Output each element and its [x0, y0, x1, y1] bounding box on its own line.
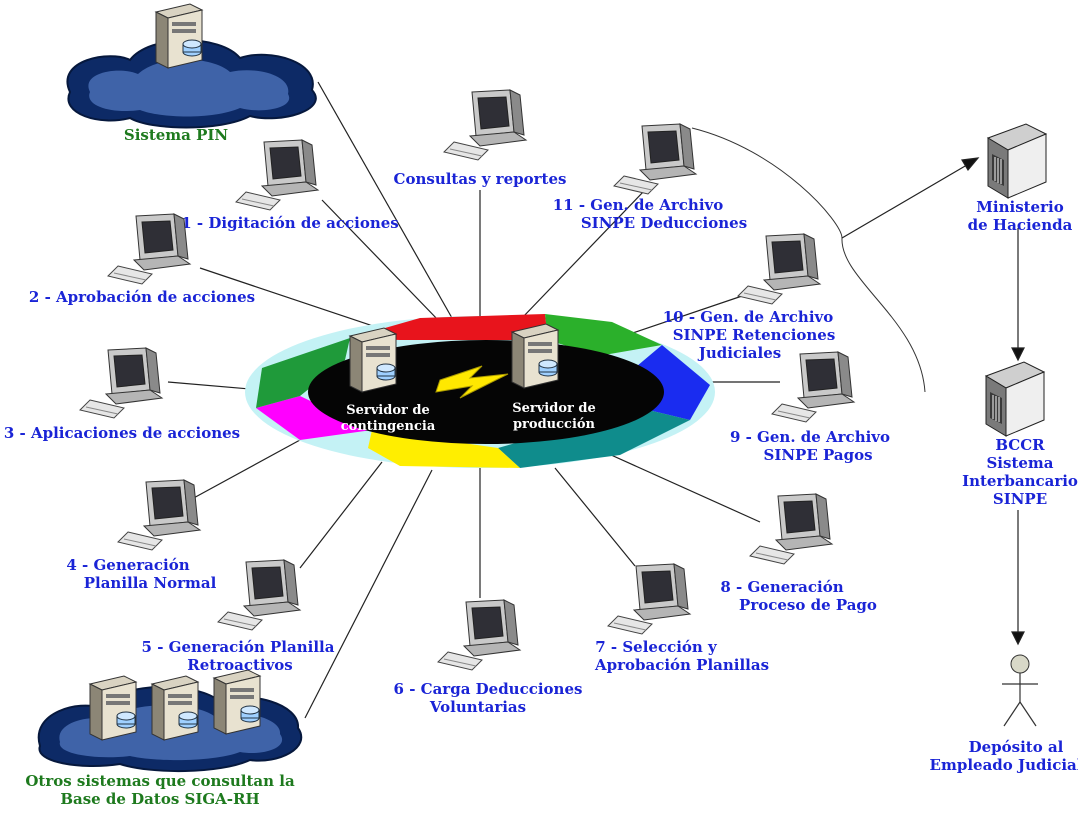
workstation-4-label-2: Planilla Normal	[84, 574, 217, 592]
workstation-8-label-1: 8 - Generación	[720, 578, 843, 596]
bccr-sinpe: BCCR Sistema Interbancario SINPE	[962, 361, 1078, 508]
ministerio-hacienda-label-1: Ministerio	[976, 198, 1063, 216]
contingency-server-label-2: contingencia	[341, 419, 436, 434]
workstation-2-label: 2 - Aprobación de acciones	[29, 288, 255, 306]
workstation-10-label-3: Judiciales	[697, 344, 781, 362]
other-systems-label-2: Base de Datos SIGA-RH	[60, 790, 259, 808]
workstation-10: 10 - Gen. de Archivo SINPE Retenciones J…	[663, 233, 836, 362]
workstation-1: 1 - Digitación de acciones	[181, 139, 399, 232]
workstation-4: 4 - Generación Planilla Normal	[66, 479, 217, 592]
workstation-11-label-1: 11 - Gen. de Archivo	[553, 196, 724, 214]
empleado-actor: Depósito al Empleado Judicial	[930, 654, 1078, 774]
workstation-5: 5 - Generación Planilla Retroactivos	[142, 559, 335, 674]
payment-flow-arrows	[841, 157, 1025, 646]
workstation-8-label-2: Proceso de Pago	[739, 596, 877, 614]
workstation-10-label-2: SINPE Retenciones	[673, 326, 836, 344]
ministerio-hacienda: Ministerio de Hacienda	[968, 123, 1073, 234]
workstation-11-label-2: SINPE Deducciones	[581, 214, 747, 232]
workstation-9: 9 - Gen. de Archivo SINPE Pagos	[730, 351, 890, 464]
bccr-label-1: BCCR	[995, 436, 1045, 454]
workstation-8: 8 - Generación Proceso de Pago	[720, 493, 877, 614]
workstation-7-label-1: 7 - Selección y	[595, 638, 718, 656]
workstation-11: 11 - Gen. de Archivo SINPE Deducciones	[553, 123, 747, 232]
workstation-6-label-2: Voluntarias	[429, 698, 526, 716]
contingency-server-label-1: Servidor de	[346, 403, 430, 418]
deposito-label-1: Depósito al	[969, 738, 1064, 756]
workstation-10-label-1: 10 - Gen. de Archivo	[663, 308, 834, 326]
pin-system-cloud: Sistema PIN	[66, 3, 317, 144]
pin-system-label: Sistema PIN	[124, 126, 229, 144]
production-server: Servidor de producción	[511, 323, 596, 432]
workstation-9-label-2: SINPE Pagos	[763, 446, 872, 464]
workstation-3-label: 3 - Aplicaciones de acciones	[4, 424, 240, 442]
workstation-9-label-1: 9 - Gen. de Archivo	[730, 428, 890, 446]
bccr-label-3: Interbancario	[962, 472, 1078, 490]
workstation-6-label-1: 6 - Carga Deducciones	[394, 680, 583, 698]
workstation-5-label-2: Retroactivos	[187, 656, 293, 674]
workstation-2: 2 - Aprobación de acciones	[29, 213, 255, 306]
process-cycle-ring	[245, 314, 715, 468]
workstation-4-label-1: 4 - Generación	[66, 556, 189, 574]
other-systems-label-1: Otros sistemas que consultan la	[25, 772, 295, 790]
bccr-label-4: SINPE	[993, 490, 1047, 508]
workstation-3: 3 - Aplicaciones de acciones	[4, 347, 240, 442]
production-server-label-1: Servidor de	[512, 401, 596, 416]
workstation-7: 7 - Selección y Aprobación Planillas	[594, 563, 769, 674]
deposito-label-2: Empleado Judicial	[930, 756, 1078, 774]
workstation-5-label-1: 5 - Generación Planilla	[142, 638, 335, 656]
workstation-1-label: 1 - Digitación de acciones	[181, 214, 398, 232]
workstation-consultas: Consultas y reportes	[394, 89, 567, 188]
contingency-server: Servidor de contingencia	[341, 327, 436, 434]
workstation-6: 6 - Carga Deducciones Voluntarias	[394, 599, 583, 716]
production-server-label-2: producción	[513, 417, 596, 432]
workstation-7-label-2: Aprobación Planillas	[594, 656, 769, 674]
other-systems-cloud: Otros sistemas que consultan la Base de …	[25, 669, 303, 808]
workstation-consultas-label: Consultas y reportes	[394, 170, 567, 188]
bccr-label-2: Sistema	[986, 454, 1053, 472]
ministerio-hacienda-label-2: de Hacienda	[968, 216, 1073, 234]
